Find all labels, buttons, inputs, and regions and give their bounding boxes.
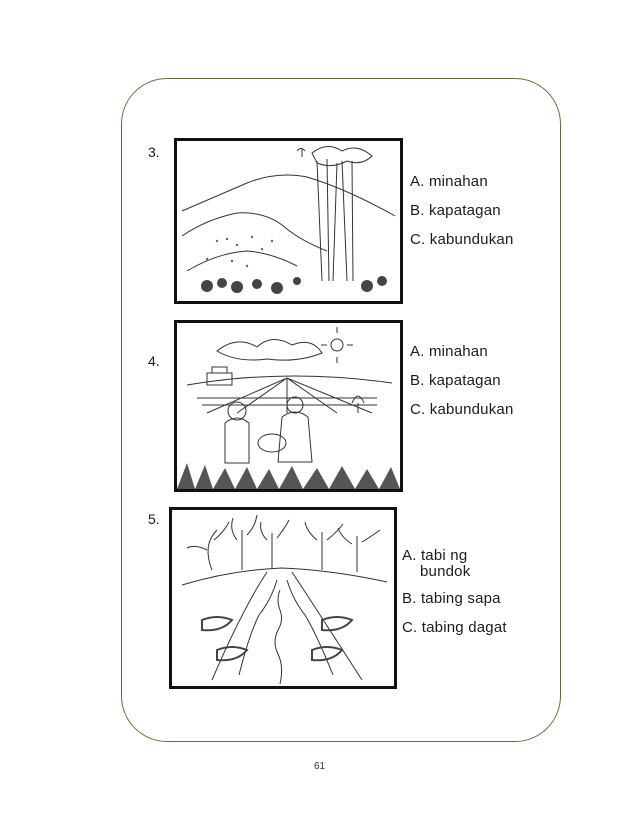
question-number-5: 5. xyxy=(148,511,160,527)
question-number-3: 3. xyxy=(148,144,160,160)
choice-a-line-2: bundok xyxy=(420,563,471,580)
choice-a-line-1: A. tabi ng xyxy=(402,547,468,564)
choice-c[interactable]: C. kabundukan xyxy=(410,401,514,418)
question-3-choices: A. minahan B. kapatagan C. kabundukan xyxy=(410,167,514,254)
choice-b[interactable]: B. tabing sapa xyxy=(402,590,501,607)
page-number: 61 xyxy=(313,761,326,772)
choice-c[interactable]: C. tabing dagat xyxy=(402,619,507,636)
question-4-illustration xyxy=(174,320,403,492)
question-3-illustration xyxy=(174,138,403,304)
choice-b[interactable]: B. kapatagan xyxy=(410,372,501,389)
question-4-choices: A. minahan B. kapatagan C. kabundukan xyxy=(410,337,514,424)
choice-a[interactable]: A. minahan xyxy=(410,343,488,360)
choice-a[interactable]: A. minahan xyxy=(410,173,488,190)
choice-a[interactable]: A. tabi ng bundok xyxy=(402,543,507,580)
question-number-4: 4. xyxy=(148,353,160,369)
question-5-illustration xyxy=(169,507,397,689)
choice-b[interactable]: B. kapatagan xyxy=(410,202,501,219)
choice-c[interactable]: C. kabundukan xyxy=(410,231,514,248)
question-5-choices: A. tabi ng bundok B. tabing sapa C. tabi… xyxy=(402,543,507,642)
worksheet-frame xyxy=(121,78,561,742)
